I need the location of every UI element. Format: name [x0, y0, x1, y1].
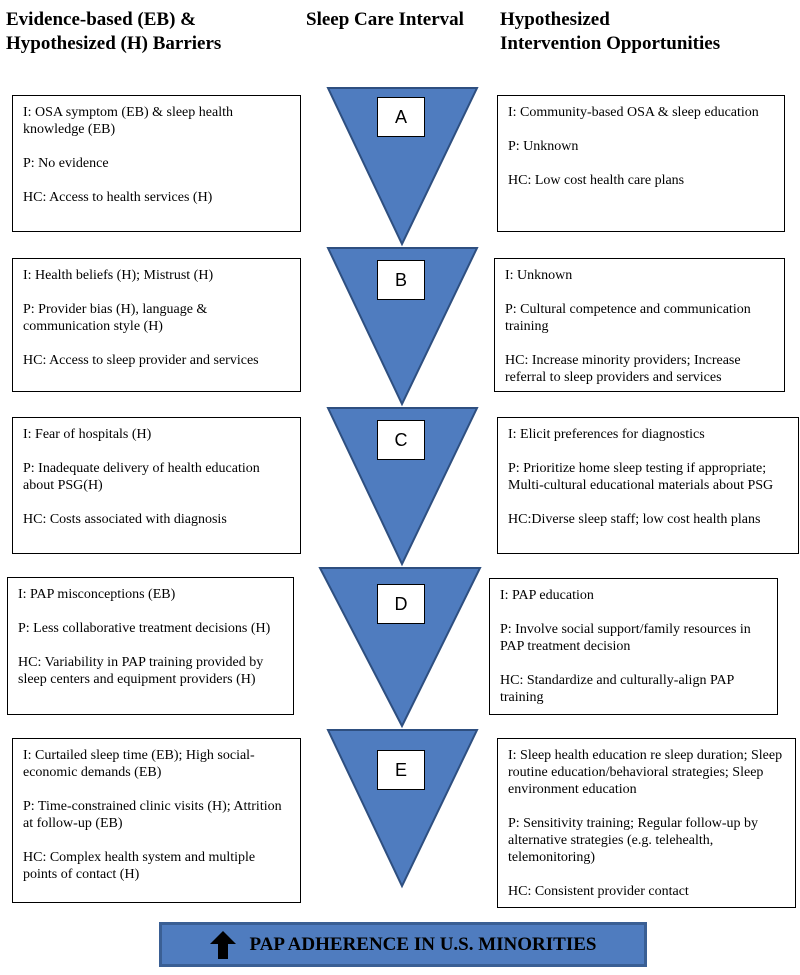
triangle-d	[318, 567, 482, 729]
banner-text: PAP ADHERENCE IN U.S. MINORITIES	[249, 933, 597, 955]
barrier-health-care: HC: Access to sleep provider and service…	[23, 353, 259, 368]
intervention-individual: I: Elicit preferences for diagnostics	[508, 427, 705, 442]
barrier-health-care: HC: Complex health system and multiple p…	[23, 850, 256, 882]
interventions-header: Hypothesized Intervention Opportunities	[500, 9, 721, 54]
intervention-health-care: HC: Standardize and culturally-align PAP…	[500, 673, 734, 705]
barrier-individual: I: OSA symptom (EB) & sleep health knowl…	[23, 105, 233, 137]
barrier-individual: I: Health beliefs (H); Mistrust (H)	[23, 268, 214, 283]
interventions-box-b: I: Unknown P: Cultural competence and co…	[494, 258, 785, 392]
barrier-health-care: HC: Variability in PAP training provided…	[18, 655, 264, 687]
up-arrow-icon	[209, 930, 236, 959]
triangle-b	[326, 247, 479, 407]
barrier-provider: P: Inadequate delivery of health educati…	[23, 461, 260, 493]
intervention-health-care: HC: Consistent provider contact	[508, 884, 689, 899]
intervention-health-care: HC: Increase minority providers; Increas…	[505, 353, 741, 385]
intervention-provider: P: Involve social support/family resourc…	[500, 622, 751, 654]
barrier-health-care: HC: Costs associated with diagnosis	[23, 512, 227, 527]
intervention-health-care: HC: Low cost health care plans	[508, 173, 685, 188]
barriers-box-c: I: Fear of hospitals (H) P: Inadequate d…	[12, 417, 301, 554]
barrier-health-care: HC: Access to health services (H)	[23, 190, 213, 205]
stage-letter-a: A	[377, 97, 425, 137]
barrier-provider: P: Provider bias (H), language & communi…	[23, 302, 208, 334]
barrier-provider: P: Time-constrained clinic visits (H); A…	[23, 799, 282, 831]
barriers-header: Evidence-based (EB) & Hypothesized (H) B…	[6, 9, 222, 54]
interval-header: Sleep Care Interval	[306, 9, 464, 30]
intervention-provider: P: Prioritize home sleep testing if appr…	[508, 461, 774, 493]
interventions-box-e: I: Sleep health education re sleep durat…	[497, 738, 796, 908]
stage-letter-e: E	[377, 750, 425, 790]
barrier-provider: P: Less collaborative treatment decision…	[18, 621, 271, 636]
intervention-individual: I: Community-based OSA & sleep education	[508, 105, 759, 120]
barriers-box-e: I: Curtailed sleep time (EB); High socia…	[12, 738, 301, 903]
barriers-box-b: I: Health beliefs (H); Mistrust (H) P: P…	[12, 258, 301, 392]
intervention-health-care: HC:Diverse sleep staff; low cost health …	[508, 512, 761, 527]
barriers-box-d: I: PAP misconceptions (EB) P: Less colla…	[7, 577, 294, 715]
triangle-c	[326, 407, 479, 567]
intervention-individual: I: PAP education	[500, 588, 594, 603]
interventions-box-a: I: Community-based OSA & sleep education…	[497, 95, 785, 232]
barrier-provider: P: No evidence	[23, 156, 109, 171]
barrier-individual: I: PAP misconceptions (EB)	[18, 587, 176, 602]
barrier-individual: I: Fear of hospitals (H)	[23, 427, 152, 442]
barrier-individual: I: Curtailed sleep time (EB); High socia…	[23, 748, 255, 780]
intervention-individual: I: Sleep health education re sleep durat…	[508, 748, 783, 797]
triangle-e	[326, 729, 479, 889]
intervention-provider: P: Cultural competence and communication…	[505, 302, 751, 334]
intervention-provider: P: Unknown	[508, 139, 579, 154]
intervention-provider: P: Sensitivity training; Regular follow-…	[508, 816, 759, 865]
interventions-box-c: I: Elicit preferences for diagnostics P:…	[497, 417, 799, 554]
stage-letter-d: D	[377, 584, 425, 624]
stage-letter-b: B	[377, 260, 425, 300]
barriers-box-a: I: OSA symptom (EB) & sleep health knowl…	[12, 95, 301, 232]
pap-adherence-banner: PAP ADHERENCE IN U.S. MINORITIES	[159, 922, 647, 967]
intervention-individual: I: Unknown	[505, 268, 573, 283]
stage-letter-c: C	[377, 420, 425, 460]
triangle-a	[326, 87, 479, 247]
interventions-box-d: I: PAP education P: Involve social suppo…	[489, 578, 778, 715]
